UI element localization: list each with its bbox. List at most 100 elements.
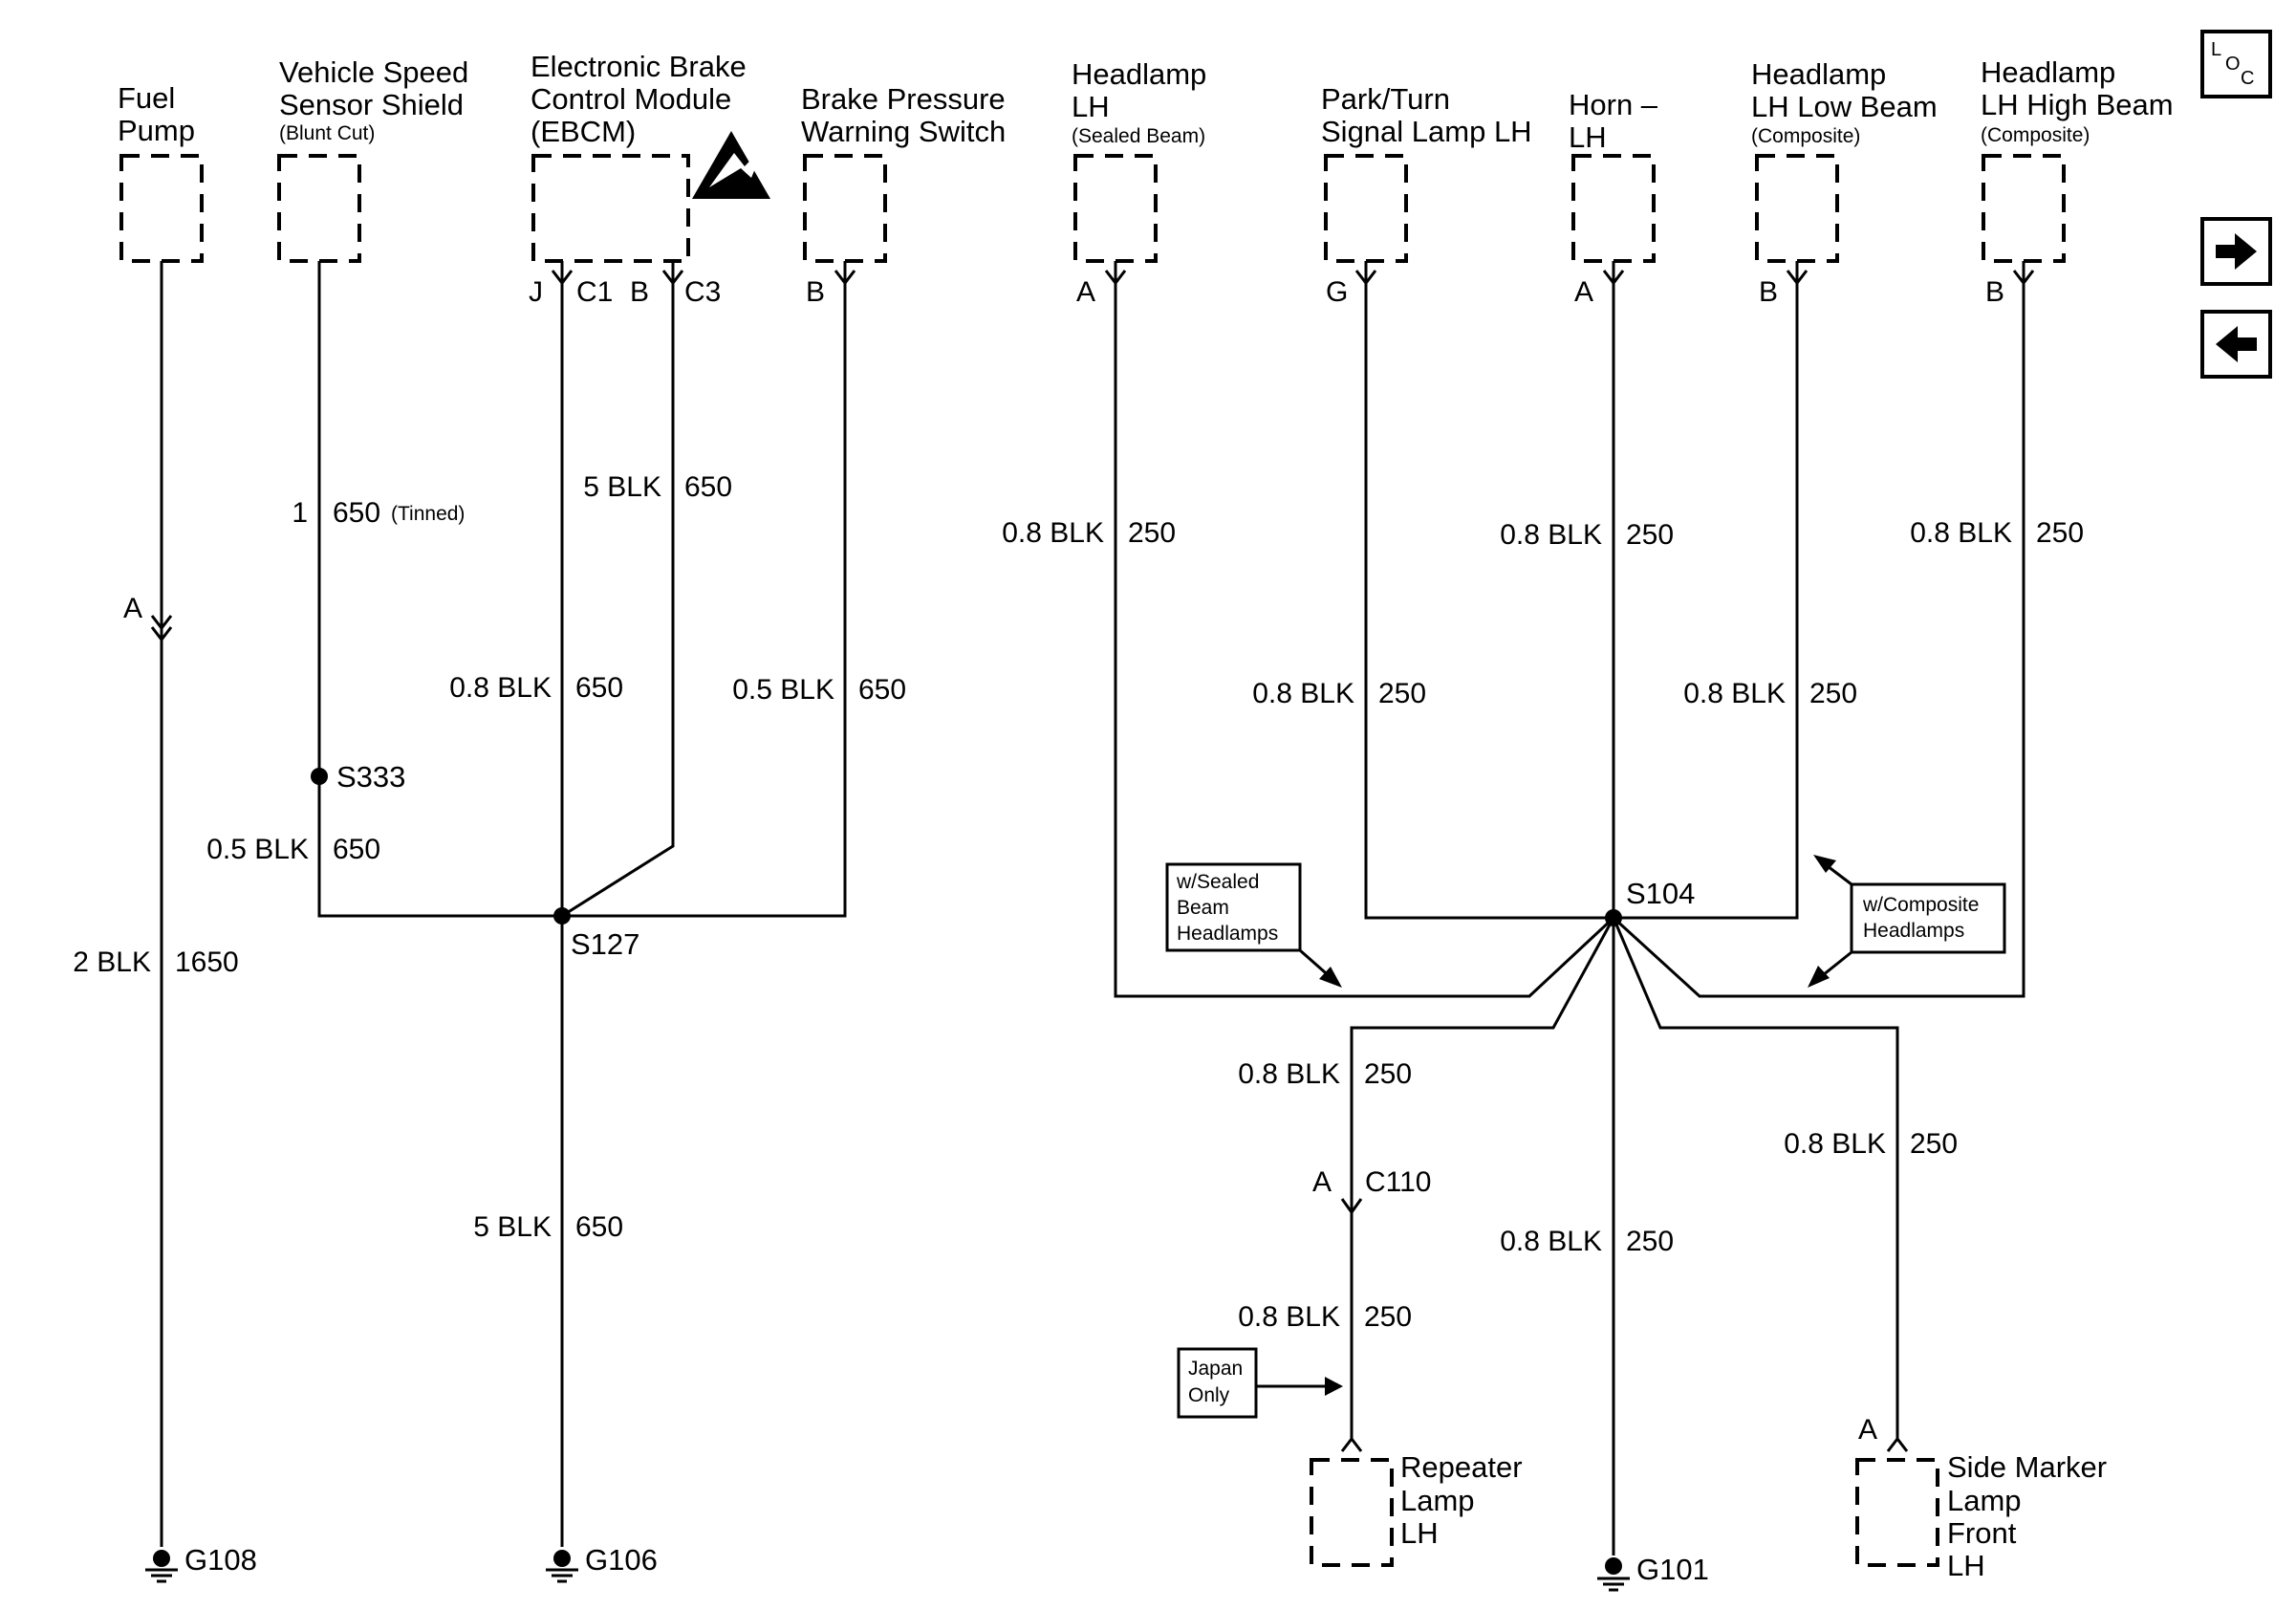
fuel-wire-circuit: 1650 [175, 946, 239, 978]
hl-line1: Headlamp [1072, 57, 1206, 91]
next-page-button[interactable] [2200, 217, 2272, 286]
horn-wire-circuit: 250 [1626, 519, 1674, 551]
g106-wire-size: 5 BLK [473, 1211, 552, 1243]
ground-g106-label: G106 [585, 1543, 658, 1577]
side-line4: LH [1947, 1549, 1985, 1582]
ground-g106: G106 [546, 1543, 658, 1583]
high-sub: (Composite) [1981, 124, 2090, 146]
prev-page-button[interactable] [2200, 310, 2272, 379]
rep-up-wire-circuit: 250 [1364, 1058, 1412, 1090]
rep-dn-wire-size: 0.8 BLK [1238, 1301, 1340, 1333]
j-wire-circuit: 650 [575, 672, 623, 704]
vss-line1: Vehicle Speed [279, 55, 468, 89]
ebcm-line2: Control Module [531, 82, 731, 116]
brake-switch-label: Brake Pressure Warning Switch [801, 82, 1006, 148]
horn-box [1571, 154, 1656, 263]
ebcm-label: Electronic Brake Control Module (EBCM) [531, 50, 747, 148]
g101-wire-circuit: 250 [1626, 1226, 1674, 1257]
pin-park-g: G [1326, 276, 1348, 308]
repeater-label: Repeater Lamp LH [1400, 1450, 1523, 1550]
hl-wire-circuit: 250 [1128, 517, 1176, 549]
hl-wire-size: 0.8 BLK [1002, 517, 1104, 549]
high-wire-circuit: 250 [2036, 517, 2084, 549]
side-marker-label: Side Marker Lamp Front LH [1947, 1450, 2107, 1582]
ebcm-box [531, 154, 690, 263]
hl-high-label: Headlamp LH High Beam (Composite) [1981, 55, 2174, 146]
ebcm-line1: Electronic Brake [531, 50, 747, 83]
arrow-right-icon [2216, 233, 2257, 270]
side-marker-box [1855, 1458, 1939, 1567]
ground-g106-icon [553, 1550, 571, 1567]
fuel-pump-label: Fuel Pump [118, 81, 195, 147]
pin-brake-b: B [806, 276, 825, 308]
hl-sub: (Sealed Beam) [1072, 125, 1205, 147]
ground-g108-icon [153, 1550, 170, 1567]
ground-g101-icon [1605, 1557, 1622, 1575]
c3-wire-size: 5 BLK [583, 471, 661, 503]
repeater-line3: LH [1400, 1516, 1439, 1550]
park-turn-label: Park/Turn Signal Lamp LH [1321, 82, 1532, 148]
note-japan-line1: Japan [1188, 1358, 1243, 1380]
ebcm-line3: (EBCM) [531, 115, 636, 148]
headlamp-lh-label: Headlamp LH (Sealed Beam) [1072, 57, 1206, 147]
loc-o: O [2225, 54, 2241, 75]
note-sealed-beam: w/Sealed Beam Headlamps [1165, 862, 1342, 988]
note-composite-line2: Headlamps [1863, 920, 1964, 942]
high-line1: Headlamp [1981, 55, 2115, 89]
fuel-pump-line2: Pump [118, 114, 195, 147]
brake-wire-circuit: 650 [858, 674, 906, 706]
hl-high-box [1982, 154, 2066, 263]
s333-wire-circuit: 650 [333, 834, 380, 865]
fuel-wire-size: 2 BLK [73, 946, 151, 978]
ground-g108: G108 [145, 1543, 257, 1583]
loc-l: L [2211, 39, 2221, 60]
vss-wire-circuit: 650 [333, 497, 380, 529]
location-button[interactable]: L O C [2200, 30, 2272, 98]
splice-s333-label: S333 [336, 760, 405, 794]
note-japan-line2: Only [1188, 1384, 1230, 1406]
splice-s104-label: S104 [1626, 877, 1695, 910]
pin-high-b: B [1985, 276, 2004, 308]
pin-ebcm-j: J [529, 276, 543, 308]
wire-labels: 1 650 (Tinned) 5 BLK 650 0.8 BLK 650 0.5… [73, 471, 2084, 1333]
hl-line2: LH [1072, 90, 1110, 123]
high-line2: LH High Beam [1981, 88, 2174, 121]
arrow-left-icon [2216, 326, 2257, 362]
splice-s127-dot [553, 907, 571, 925]
low-wire-size: 0.8 BLK [1683, 678, 1786, 709]
brake-wire-size: 0.5 BLK [732, 674, 834, 706]
c3-wire-circuit: 650 [684, 471, 732, 503]
g106-wire-circuit: 650 [575, 1211, 623, 1243]
vss-wire-size: 1 [292, 497, 308, 529]
note-sealed-line3: Headlamps [1177, 923, 1278, 945]
vss-wire-tinned: (Tinned) [391, 503, 465, 525]
fuel-pump-box [119, 154, 204, 263]
side-wire-size: 0.8 BLK [1784, 1128, 1886, 1160]
terminals [150, 270, 2035, 1452]
esd-warning-icon [692, 131, 770, 199]
horn-line1: Horn – [1569, 88, 1658, 121]
ground-g101-label: G101 [1636, 1553, 1709, 1586]
pin-side-a: A [1858, 1414, 1877, 1446]
vss-line2: Sensor Shield [279, 88, 464, 121]
park-wire-circuit: 250 [1378, 678, 1426, 709]
low-wire-circuit: 250 [1809, 678, 1857, 709]
j-wire-size: 0.8 BLK [449, 672, 552, 704]
repeater-box [1310, 1458, 1394, 1567]
note-japan: Japan Only [1177, 1347, 1343, 1419]
brake-line1: Brake Pressure [801, 82, 1006, 116]
vss-shield-label: Vehicle Speed Sensor Shield (Blunt Cut) [279, 55, 468, 144]
low-line1: Headlamp [1751, 57, 1886, 91]
note-composite: w/Composite Headlamps [1808, 855, 2006, 988]
loc-c: C [2241, 68, 2254, 89]
pin-low-b: B [1759, 276, 1778, 308]
ground-g108-label: G108 [184, 1543, 257, 1577]
side-line2: Lamp [1947, 1484, 2022, 1517]
pin-ebcm-c1: C1 [576, 276, 613, 308]
horn-line2: LH [1569, 120, 1607, 154]
park-line2: Signal Lamp LH [1321, 115, 1532, 148]
rep-up-wire-size: 0.8 BLK [1238, 1058, 1340, 1090]
note-sealed-line1: w/Sealed [1176, 871, 1259, 893]
wires [160, 261, 2025, 1556]
